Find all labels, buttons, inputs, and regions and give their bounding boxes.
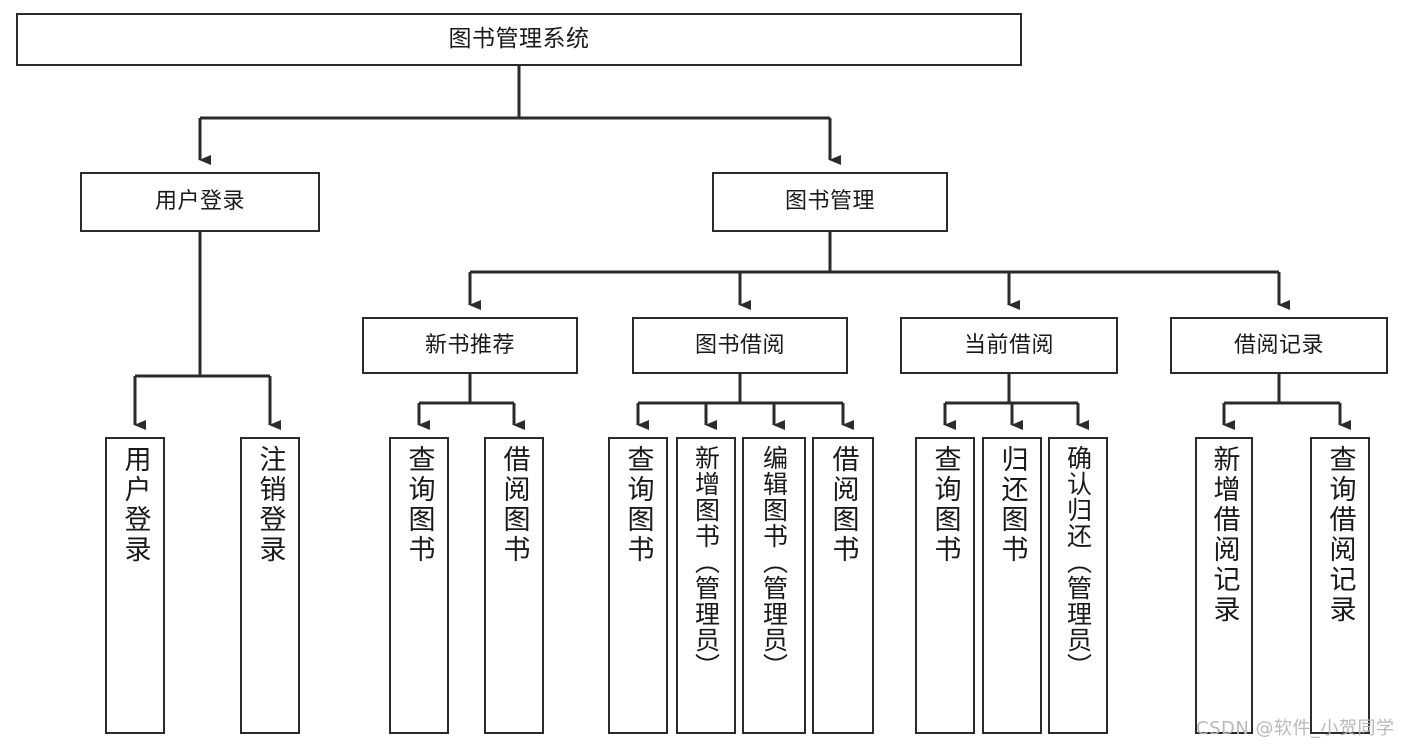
node-root[interactable]: 图书管理系统 — [16, 13, 1022, 66]
node-leaf-query-book-current-label: 查询图书 — [929, 445, 961, 565]
node-leaf-return-book[interactable]: 归还图书 — [982, 437, 1042, 734]
watermark: CSDN @软件_小贺同学 — [1196, 718, 1395, 739]
node-book-manage[interactable]: 图书管理 — [712, 172, 948, 232]
node-leaf-add-borrow-record-label: 新增借阅记录 — [1208, 445, 1240, 625]
node-root-label: 图书管理系统 — [448, 25, 590, 52]
node-leaf-query-book-borrow[interactable]: 查询图书 — [608, 437, 668, 734]
node-borrow-record-label: 借阅记录 — [1233, 332, 1324, 358]
node-leaf-edit-book-label: 编辑图书（管理员） — [759, 445, 789, 679]
node-borrow-record[interactable]: 借阅记录 — [1170, 317, 1388, 374]
node-leaf-confirm-return[interactable]: 确认归还（管理员） — [1048, 437, 1108, 734]
node-new-book-recommend-label: 新书推荐 — [424, 332, 515, 358]
node-leaf-query-book-new-label: 查询图书 — [403, 445, 435, 565]
node-user-login-label: 用户登录 — [154, 189, 245, 215]
node-leaf-user-login[interactable]: 用户登录 — [105, 437, 165, 734]
node-leaf-query-borrow-record[interactable]: 查询借阅记录 — [1310, 437, 1370, 734]
node-leaf-borrow-book-label: 借阅图书 — [827, 445, 859, 565]
node-leaf-query-book-current[interactable]: 查询图书 — [915, 437, 975, 734]
node-leaf-borrow-book-new[interactable]: 借阅图书 — [484, 437, 544, 734]
node-current-borrow[interactable]: 当前借阅 — [900, 317, 1118, 374]
node-leaf-add-book[interactable]: 新增图书（管理员） — [676, 437, 736, 734]
node-leaf-add-borrow-record[interactable]: 新增借阅记录 — [1195, 437, 1253, 734]
node-leaf-borrow-book[interactable]: 借阅图书 — [812, 437, 874, 734]
node-leaf-query-book-borrow-label: 查询图书 — [622, 445, 654, 565]
node-leaf-user-logout[interactable]: 注销登录 — [240, 437, 300, 734]
node-book-manage-label: 图书管理 — [784, 189, 875, 215]
node-leaf-return-book-label: 归还图书 — [996, 445, 1028, 565]
node-leaf-edit-book[interactable]: 编辑图书（管理员） — [742, 437, 806, 734]
node-leaf-borrow-book-new-label: 借阅图书 — [498, 445, 530, 565]
node-leaf-query-book-new[interactable]: 查询图书 — [389, 437, 449, 734]
node-leaf-add-book-label: 新增图书（管理员） — [691, 445, 721, 679]
node-new-book-recommend[interactable]: 新书推荐 — [362, 317, 578, 374]
node-leaf-user-login-label: 用户登录 — [119, 445, 151, 565]
node-leaf-user-logout-label: 注销登录 — [254, 445, 286, 565]
node-book-borrow[interactable]: 图书借阅 — [632, 317, 848, 374]
node-current-borrow-label: 当前借阅 — [963, 332, 1054, 358]
node-leaf-query-borrow-record-label: 查询借阅记录 — [1324, 445, 1356, 625]
node-user-login[interactable]: 用户登录 — [80, 172, 320, 232]
node-book-borrow-label: 图书借阅 — [694, 332, 785, 358]
node-leaf-confirm-return-label: 确认归还（管理员） — [1063, 445, 1093, 679]
